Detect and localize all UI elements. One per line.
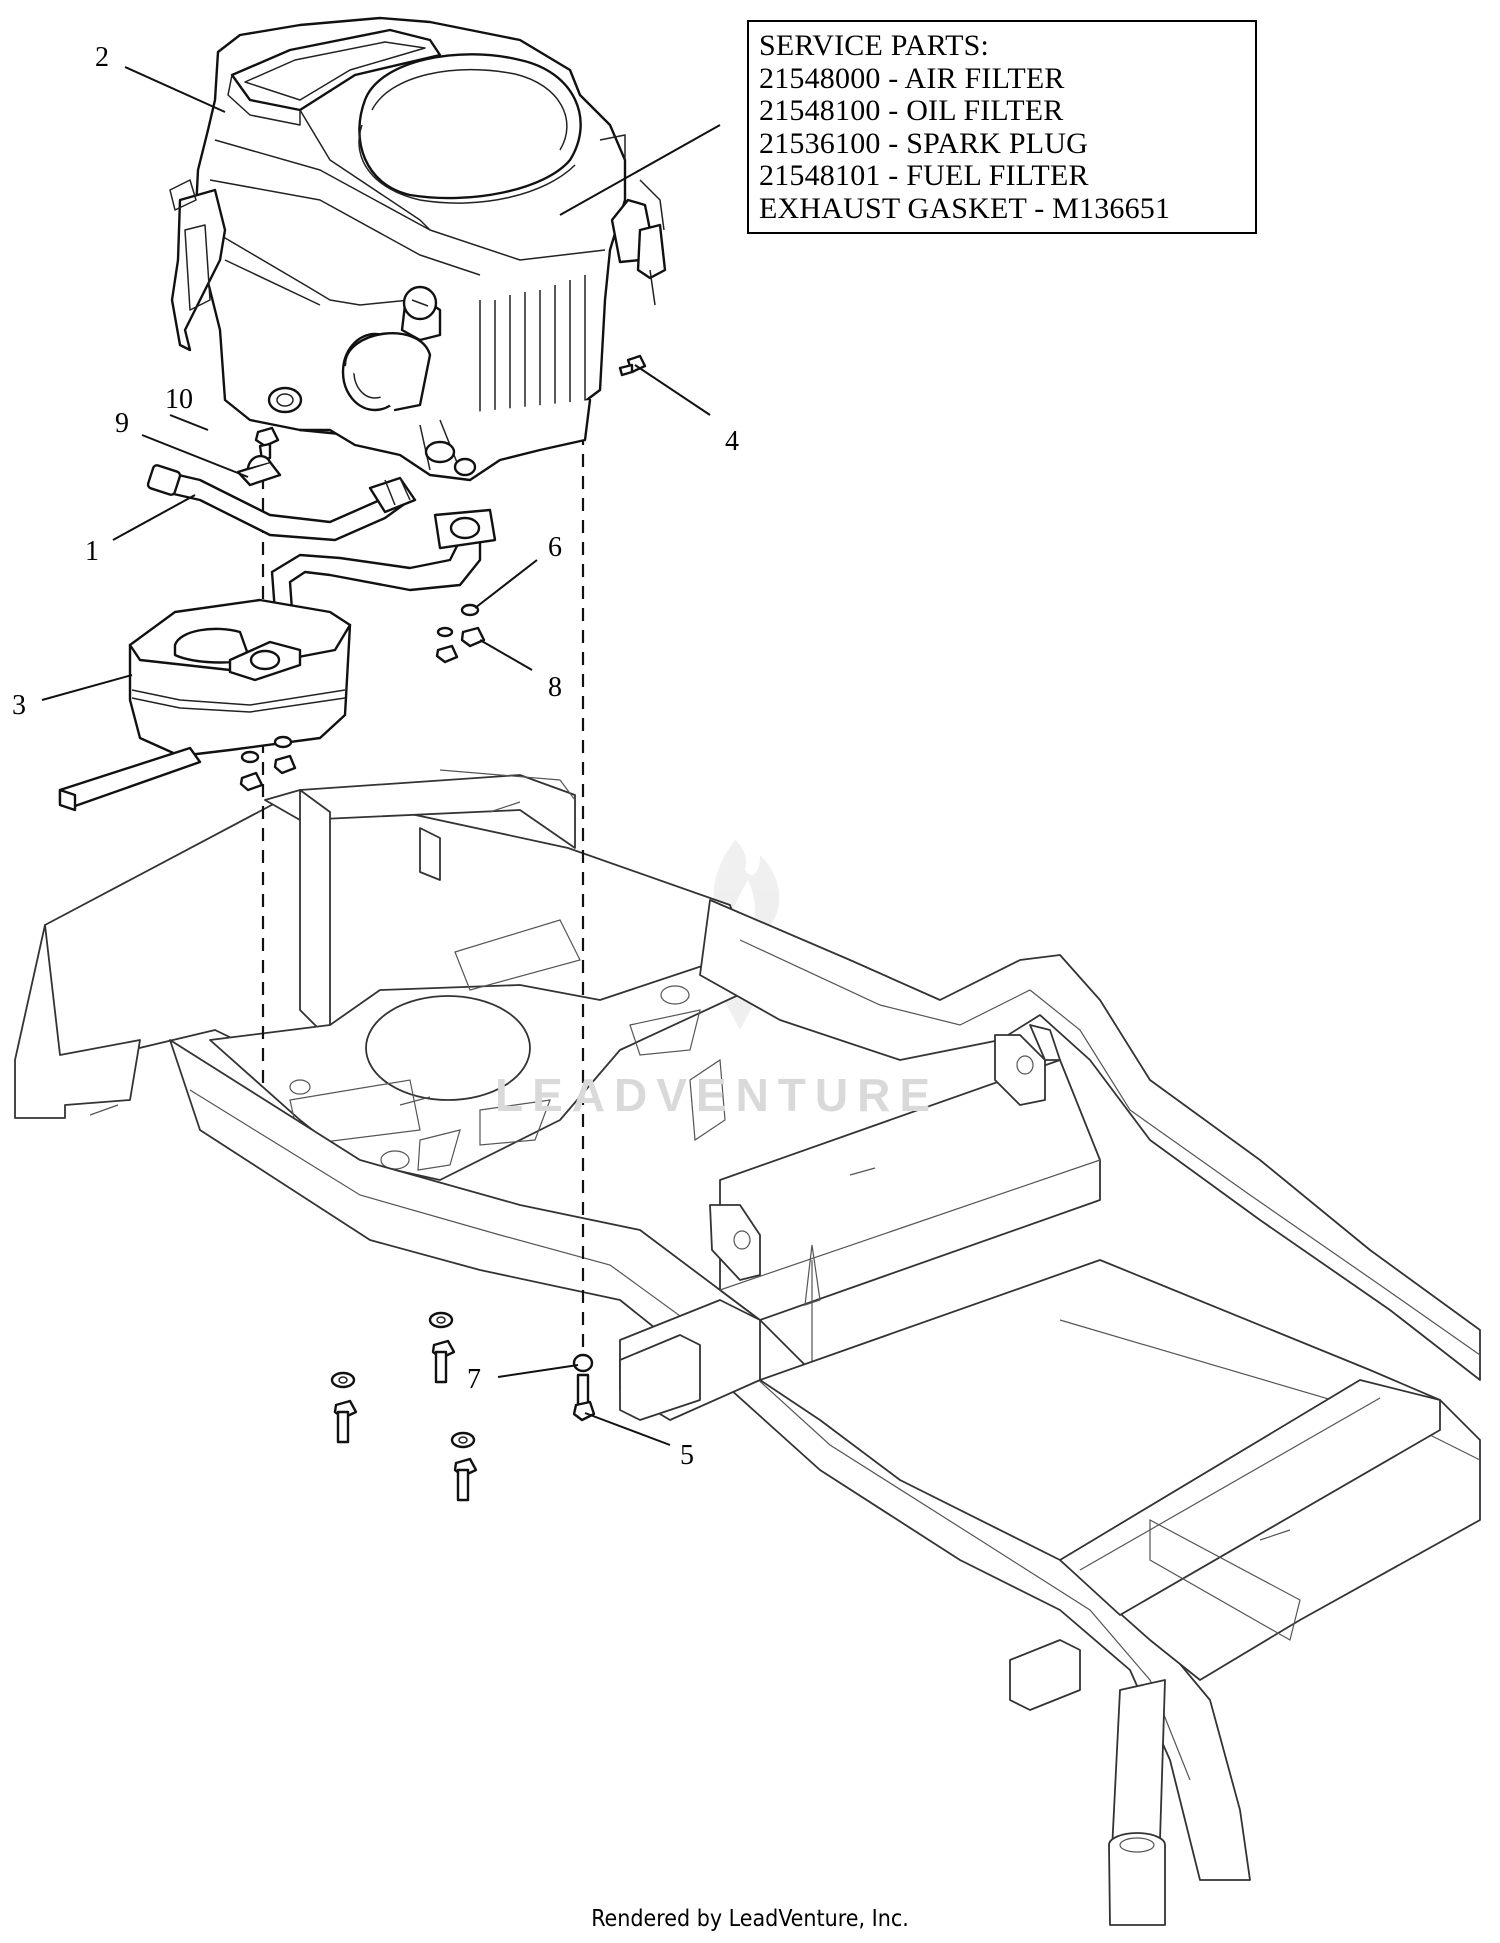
callout-3: 3 bbox=[12, 690, 26, 721]
service-part-exhaust-gasket: EXHAUST GASKET - M136651 bbox=[759, 191, 1171, 225]
chassis-frame bbox=[14, 769, 1481, 1926]
hose-assembly bbox=[146, 464, 417, 542]
callout-8: 8 bbox=[548, 672, 562, 703]
footer-credit: Rendered by LeadVenture, Inc. bbox=[591, 1906, 909, 1932]
service-parts-box: SERVICE PARTS: 21548000 - AIR FILTER 215… bbox=[747, 20, 1257, 234]
callout-5: 5 bbox=[680, 1440, 694, 1471]
hardware bbox=[236, 354, 647, 1502]
service-part-oil-filter: 21548100 - OIL FILTER bbox=[759, 94, 1064, 127]
service-part-air-filter: 21548000 - AIR FILTER bbox=[759, 61, 1065, 95]
callout-1: 1 bbox=[85, 536, 99, 567]
leader-lines bbox=[41, 66, 721, 1446]
watermark-text: LEADVENTURE bbox=[495, 1069, 940, 1121]
callout-10: 10 bbox=[165, 384, 193, 415]
callout-labels: 1 2 3 4 5 6 7 8 9 10 bbox=[12, 42, 739, 1471]
callout-9: 9 bbox=[115, 408, 129, 439]
muffler bbox=[58, 508, 497, 812]
engine bbox=[169, 16, 667, 482]
callout-7: 7 bbox=[467, 1364, 481, 1395]
callout-4: 4 bbox=[725, 426, 739, 457]
callout-2: 2 bbox=[95, 42, 109, 73]
service-parts-title: SERVICE PARTS: bbox=[759, 29, 990, 62]
service-part-fuel-filter: 21548101 - FUEL FILTER bbox=[759, 159, 1089, 192]
callout-6: 6 bbox=[548, 532, 562, 563]
service-part-spark-plug: 21536100 - SPARK PLUG bbox=[759, 126, 1088, 160]
